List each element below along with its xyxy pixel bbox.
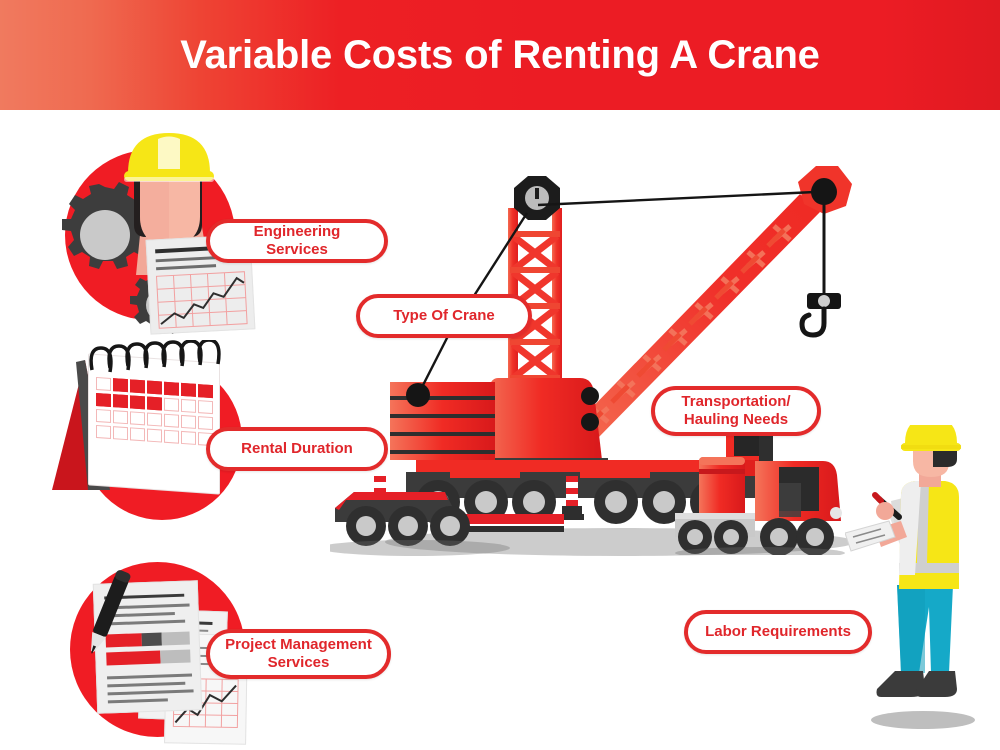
pen-icon [91, 570, 131, 654]
label-transportation-hauling-needs[interactable]: Transportation/ Hauling Needs [651, 386, 821, 436]
label-type-of-crane[interactable]: Type Of Crane [356, 294, 532, 338]
engineering-icon [50, 125, 265, 340]
label-rental-duration-line-1: Rental Duration [241, 440, 353, 458]
label-project-management-services[interactable]: Project Management Services [206, 629, 391, 679]
label-transportation-line-2: Hauling Needs [683, 411, 789, 428]
calendar-spiral-binding [89, 340, 221, 373]
hauling-truck [675, 425, 890, 555]
label-transportation-line-1: Transportation/ [681, 393, 791, 411]
lowboy-trailer [330, 492, 564, 556]
header-banner: Variable Costs of Renting A Crane [0, 0, 1000, 110]
crane-hook-icon [799, 293, 841, 338]
label-labor-requirements[interactable]: Labor Requirements [684, 610, 872, 654]
label-project-management-line-1: Project Management [225, 636, 372, 654]
label-rental-duration[interactable]: Rental Duration [206, 427, 388, 471]
label-labor-requirements-line-1: Labor Requirements [705, 623, 851, 641]
label-engineering-services-line-1: Engineering Services [253, 223, 341, 258]
label-project-management-line-2: Services [267, 654, 330, 671]
page-title: Variable Costs of Renting A Crane [180, 32, 820, 77]
site-worker [845, 425, 995, 735]
label-engineering-services[interactable]: Engineering Services [206, 219, 388, 263]
label-type-of-crane-line-1: Type Of Crane [393, 307, 495, 325]
engineering-chart-document [145, 234, 256, 335]
